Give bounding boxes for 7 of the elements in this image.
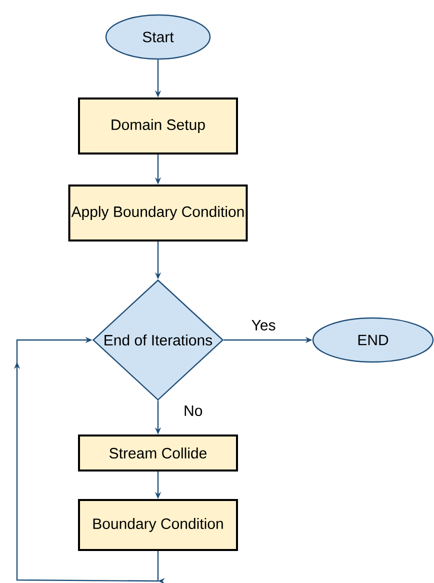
- process-box: Domain Setup: [78, 98, 238, 154]
- edge-label: No: [184, 406, 202, 416]
- process-box: Apply Boundary Condition: [68, 184, 248, 242]
- process-box: Stream Collide: [78, 434, 238, 472]
- process-box: Boundary Condition: [78, 499, 238, 551]
- loop-arrow: [14, 336, 165, 583]
- edge-label: Yes: [252, 320, 276, 330]
